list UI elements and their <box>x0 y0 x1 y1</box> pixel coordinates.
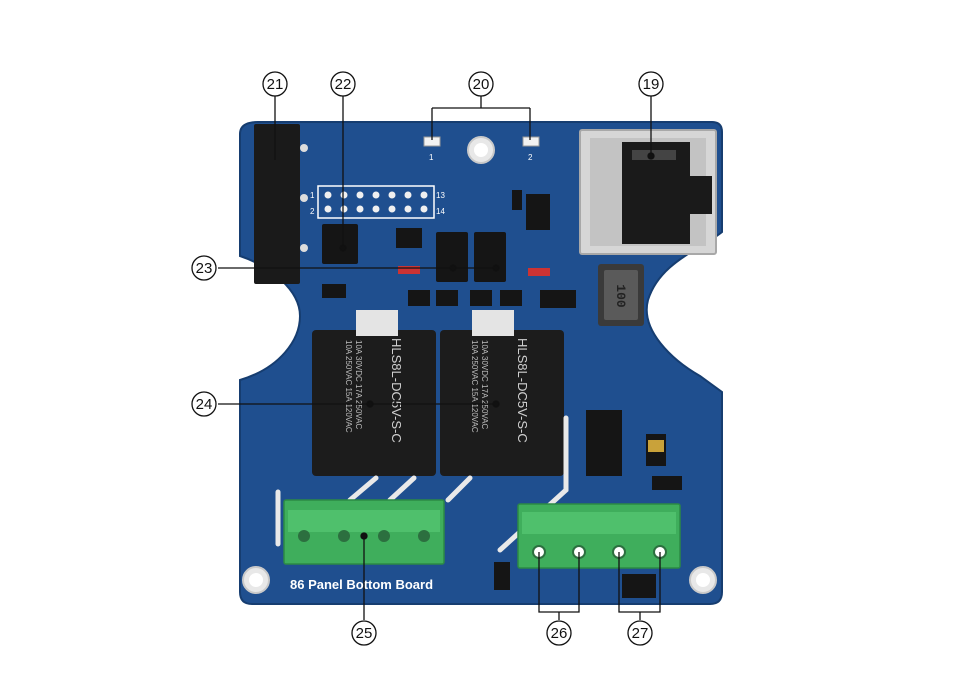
svg-text:26: 26 <box>551 625 568 642</box>
header-pin <box>324 191 332 199</box>
header-pin <box>356 191 364 199</box>
header-pin <box>340 205 348 213</box>
callout-25: 25 <box>351 620 377 646</box>
header-pin <box>372 191 380 199</box>
mounting-holes <box>242 136 717 594</box>
header-pin-label-1: 1 <box>310 191 315 200</box>
led-2 <box>522 136 540 147</box>
header-pin <box>388 205 396 213</box>
callout-27: 27 <box>627 620 653 646</box>
pin-header <box>317 185 435 219</box>
header-pin <box>404 205 412 213</box>
relay-2 <box>440 330 564 476</box>
board-label: 86 Panel Bottom Board <box>290 577 433 592</box>
callout-26: 26 <box>546 620 572 646</box>
callout-22: 22 <box>330 71 356 97</box>
power-inductor <box>598 264 644 326</box>
relay-2-model: HLS8L-DC5V-S-C <box>515 338 530 443</box>
svg-text:25: 25 <box>356 625 373 642</box>
right-terminal-block <box>517 503 681 569</box>
header-pin <box>324 205 332 213</box>
header-pin-label-14: 14 <box>436 207 445 216</box>
callout-23: 23 <box>191 255 217 281</box>
callout-21: 21 <box>262 71 288 97</box>
svg-text:27: 27 <box>632 625 649 642</box>
status-leds <box>423 136 540 147</box>
svg-text:24: 24 <box>196 396 213 413</box>
svg-text:19: 19 <box>643 76 660 93</box>
header-pin <box>388 191 396 199</box>
header-pin <box>372 205 380 213</box>
regulator-chip <box>322 224 358 264</box>
led-2-label: 2 <box>528 153 533 162</box>
relay-2-rating-1: 10A 250VAC 15A 120VAC <box>470 340 479 433</box>
side-connector <box>254 124 308 284</box>
relay-1-model: HLS8L-DC5V-S-C <box>389 338 404 443</box>
rj45-jack <box>579 129 717 255</box>
led-1-label: 1 <box>429 153 434 162</box>
misc-components <box>322 190 682 598</box>
relay-2-rating-2: 10A 30VDC 17A 250VAC <box>480 340 489 429</box>
header-pin <box>420 205 428 213</box>
svg-text:21: 21 <box>267 76 284 93</box>
svg-text:22: 22 <box>335 76 352 93</box>
callout-leaders <box>218 96 661 620</box>
header-pin <box>404 191 412 199</box>
relay-1 <box>312 330 436 476</box>
header-pin-label-2: 2 <box>310 207 315 216</box>
callout-20: 20 <box>468 71 494 97</box>
relays <box>312 310 564 476</box>
svg-text:23: 23 <box>196 260 213 277</box>
header-pin-label-13: 13 <box>436 191 445 200</box>
svg-text:20: 20 <box>473 76 490 93</box>
header-pin <box>420 191 428 199</box>
header-pin <box>340 191 348 199</box>
header-pin <box>356 205 364 213</box>
relay-1-rating-1: 10A 250VAC 15A 120VAC <box>344 340 353 433</box>
inductor-marking: 100 <box>613 284 628 308</box>
callout-19: 19 <box>638 71 664 97</box>
callout-24: 24 <box>191 391 217 417</box>
relay-1-rating-2: 10A 30VDC 17A 250VAC <box>354 340 363 429</box>
